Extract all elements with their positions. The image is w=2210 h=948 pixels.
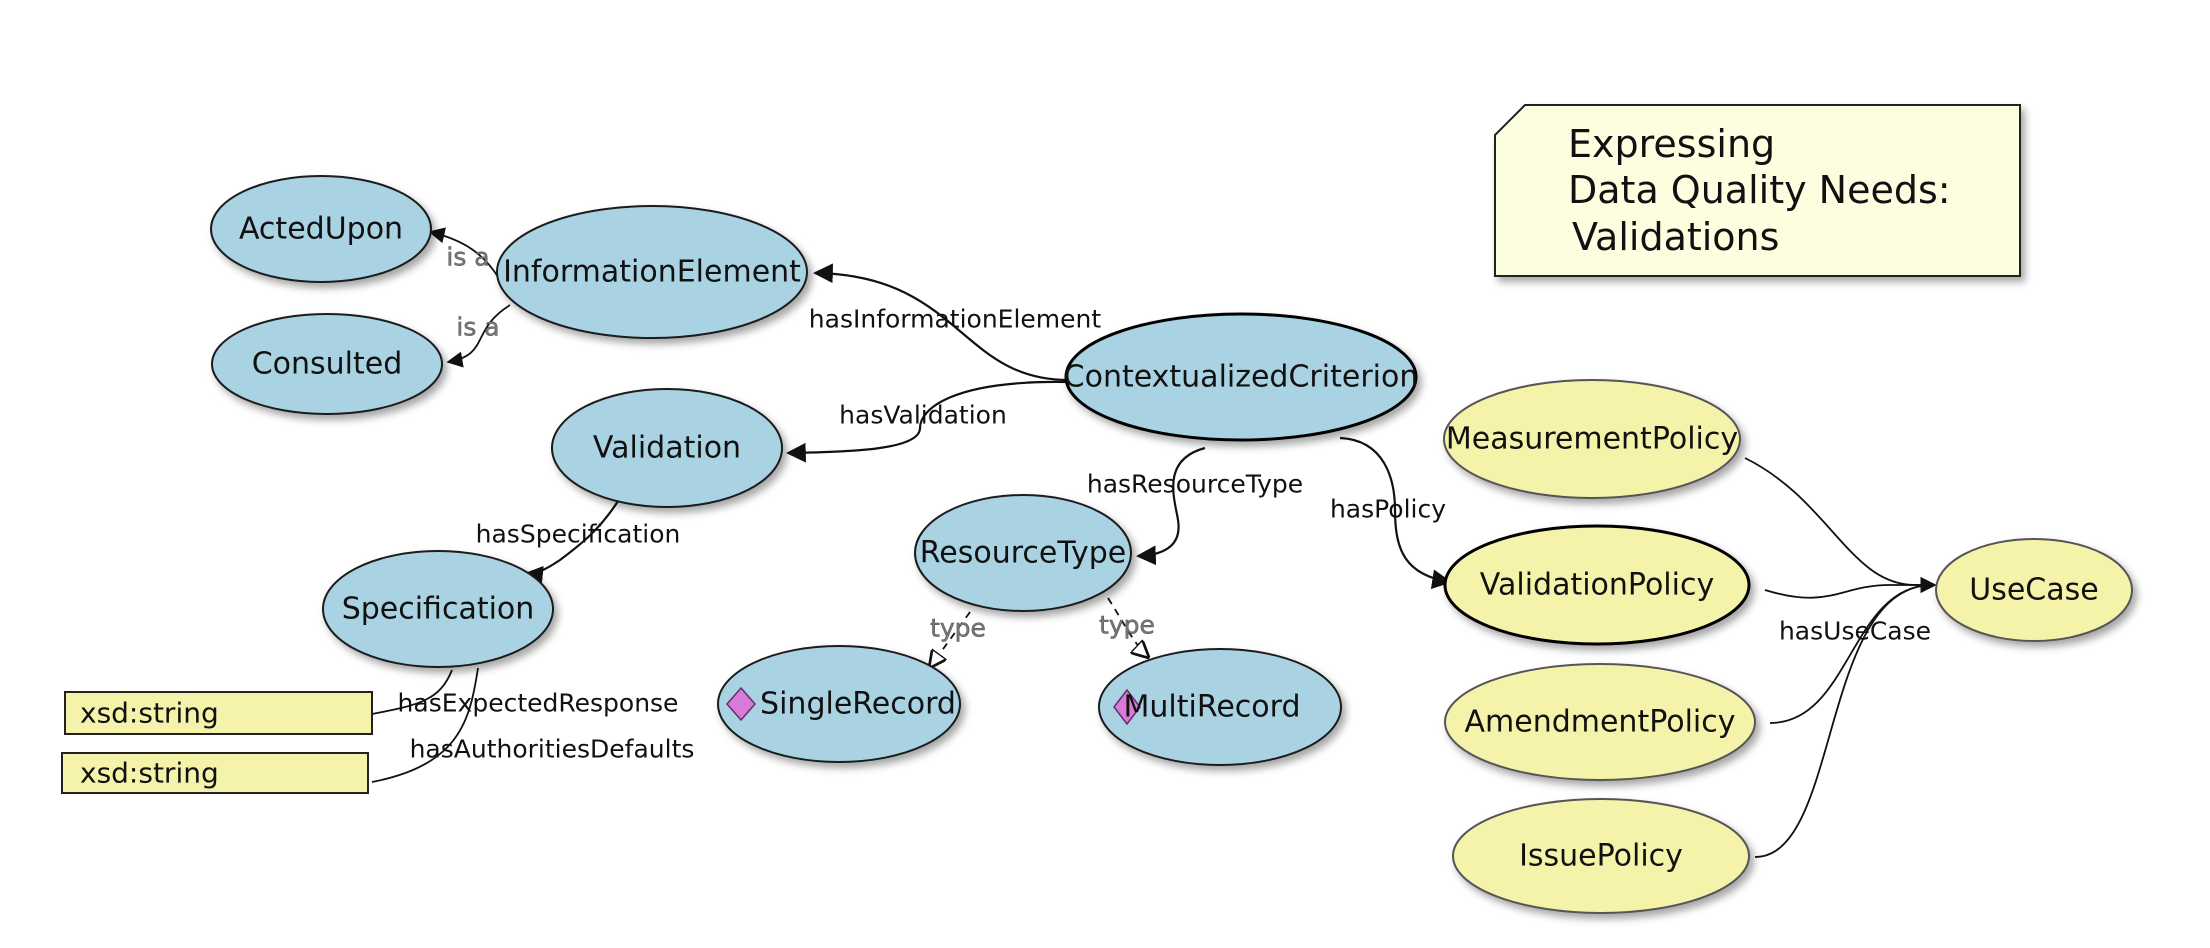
literal-authorities-defaults-text: xsd:string xyxy=(80,757,219,790)
node-validation-label: Validation xyxy=(593,431,741,466)
edge-is-a-acted-upon xyxy=(428,227,501,281)
node-multi-record-label: MultiRecord xyxy=(1124,690,1301,725)
node-issue-policy-label: IssuePolicy xyxy=(1519,839,1683,874)
label-is-a-consulted: is a xyxy=(456,313,499,342)
node-validation-policy[interactable]: ValidationPolicy xyxy=(1443,524,1751,646)
edge-has-specification xyxy=(523,497,621,586)
title-line-2: Data Quality Needs: xyxy=(1568,168,1951,212)
node-specification-label: Specification xyxy=(342,592,535,627)
edge-measurement-to-usecase xyxy=(1744,457,1937,594)
edge-amendment-to-usecase xyxy=(1769,584,1931,724)
edge-validation-to-usecase xyxy=(1764,576,1937,599)
label-has-expected-response: hasExpectedResponse xyxy=(398,689,679,718)
title-line-3: Validations xyxy=(1572,215,1779,259)
edge-has-policy xyxy=(1339,436,1452,590)
edge-has-authorities-defaults xyxy=(371,667,479,783)
node-use-case-label: UseCase xyxy=(1969,573,2098,608)
edge-issue-to-usecase xyxy=(1754,584,1931,858)
edge-has-validation xyxy=(786,380,1069,463)
label-has-specification: hasSpecification xyxy=(476,520,681,549)
node-information-element[interactable]: InformationElement xyxy=(496,205,808,339)
diagram-title-box: Expressing Data Quality Needs: Validatio… xyxy=(1494,104,2021,277)
node-contextualized-criterion[interactable]: ContextualizedCriterion xyxy=(1064,312,1419,442)
node-acted-upon-label: ActedUpon xyxy=(239,212,403,247)
node-resource-type-label: ResourceType xyxy=(920,536,1126,571)
node-issue-policy[interactable]: IssuePolicy xyxy=(1452,798,1750,914)
label-has-information-element: hasInformationElement xyxy=(809,305,1102,334)
edges xyxy=(371,227,1937,858)
individual-diamond-icon xyxy=(1113,688,1141,726)
node-amendment-policy[interactable]: AmendmentPolicy xyxy=(1444,663,1756,781)
edge-type-single xyxy=(930,611,971,667)
label-has-use-case: hasUseCase xyxy=(1779,617,1931,646)
literal-expected-response: xsd:string xyxy=(64,691,373,735)
edge-has-resource-type xyxy=(1136,446,1206,566)
node-consulted[interactable]: Consulted xyxy=(211,313,443,415)
node-measurement-policy[interactable]: MeasurementPolicy xyxy=(1443,379,1741,499)
individual-diamond-icon xyxy=(726,686,756,722)
node-measurement-policy-label: MeasurementPolicy xyxy=(1446,422,1738,457)
node-specification[interactable]: Specification xyxy=(322,550,554,668)
node-information-element-label: InformationElement xyxy=(503,255,801,290)
label-has-policy: hasPolicy xyxy=(1330,495,1446,524)
label-has-validation: hasValidation xyxy=(839,401,1007,430)
node-validation-policy-label: ValidationPolicy xyxy=(1480,568,1714,603)
node-acted-upon[interactable]: ActedUpon xyxy=(210,175,432,283)
label-has-resource-type: hasResourceType xyxy=(1087,470,1303,499)
label-type-multi: type xyxy=(1099,611,1155,640)
edge-has-information-element xyxy=(813,263,1069,382)
label-type-single: type xyxy=(930,614,986,643)
node-amendment-policy-label: AmendmentPolicy xyxy=(1464,705,1735,740)
node-validation[interactable]: Validation xyxy=(551,388,783,508)
node-consulted-label: Consulted xyxy=(252,347,403,382)
node-contextualized-criterion-label: ContextualizedCriterion xyxy=(1064,360,1419,395)
literal-expected-response-text: xsd:string xyxy=(80,697,219,730)
label-is-a-acted-upon: is a xyxy=(446,243,489,272)
edge-is-a-consulted xyxy=(446,304,511,368)
edge-has-expected-response xyxy=(371,669,453,715)
edge-type-multi xyxy=(1107,597,1148,657)
node-single-record-label: SingleRecord xyxy=(760,687,956,722)
title-line-1: Expressing xyxy=(1568,122,1775,166)
edge-labels: is a is a hasInformationElement hasValid… xyxy=(398,242,1931,764)
node-multi-record[interactable]: MultiRecord xyxy=(1098,648,1342,766)
label-has-authorities-defaults: hasAuthoritiesDefaults xyxy=(410,735,695,764)
node-resource-type[interactable]: ResourceType xyxy=(914,494,1132,612)
node-single-record[interactable]: SingleRecord xyxy=(717,645,961,763)
literal-authorities-defaults: xsd:string xyxy=(61,752,369,794)
node-use-case[interactable]: UseCase xyxy=(1935,538,2133,642)
